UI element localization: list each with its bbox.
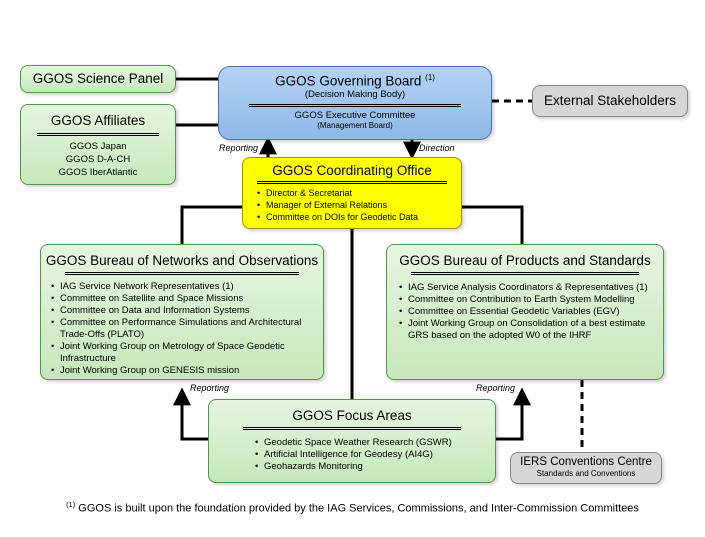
governing-board-title-mark: (1)	[425, 73, 435, 82]
list-item: Committee on DOIs for Geodetic Data	[255, 211, 461, 223]
office-to-networks-connector	[180, 205, 242, 244]
executive-committee-title: GGOS Executive Committee	[294, 109, 416, 121]
list-item: IAG Service Analysis Coordinators & Repr…	[397, 282, 655, 294]
focus-areas-box: GGOS Focus Areas Geodetic Space Weather …	[208, 399, 496, 483]
executive-committee-subtitle: (Management Board)	[317, 120, 393, 130]
affiliate-item: GGOS Japan	[69, 141, 127, 152]
science-panel-title: GGOS Science Panel	[32, 71, 164, 86]
governing-board-title-text: GGOS Governing Board	[275, 73, 422, 89]
reporting-label-top: Reporting	[219, 143, 259, 153]
bureau-networks-divider	[65, 272, 299, 275]
coordinating-office-list: Director & Secretariat Manager of Extern…	[255, 187, 461, 223]
coordinating-office-box: GGOS Coordinating Office Director & Secr…	[242, 157, 462, 229]
iers-box: IERS Conventions Centre Standards and Co…	[510, 452, 662, 484]
bureau-products-title: GGOS Bureau of Products and Standards	[399, 253, 651, 268]
bureau-products-list: IAG Service Analysis Coordinators & Repr…	[397, 282, 655, 342]
list-item: Geodetic Space Weather Research (GSWR)	[253, 437, 495, 449]
governing-board-subtitle: (Decision Making Body)	[304, 88, 406, 100]
focus-to-products-arrow	[496, 387, 531, 441]
list-item: Joint Working Group on GENESIS mission	[49, 365, 317, 377]
footnote-text: GGOS is built upon the foundation provid…	[78, 502, 639, 515]
list-item: IAG Service Network Representatives (1)	[49, 281, 317, 293]
external-stakeholders-title: External Stakeholders	[543, 93, 677, 108]
bureau-networks-title: GGOS Bureau of Networks and Observations	[45, 253, 319, 268]
list-item: Director & Secretariat	[255, 187, 461, 199]
reporting-label-right: Reporting	[476, 383, 516, 393]
external-stakeholders-box: External Stakeholders	[532, 85, 688, 117]
affiliate-item: GGOS D-A-CH	[65, 154, 131, 165]
list-item: Committee on Performance Simulations and…	[49, 317, 317, 341]
focus-areas-list: Geodetic Space Weather Research (GSWR) A…	[253, 437, 495, 473]
governing-board-box: GGOS Governing Board (1) (Decision Makin…	[218, 66, 492, 140]
affiliates-title: GGOS Affiliates	[50, 113, 146, 128]
footnote: (1) GGOS is built upon the foundation pr…	[0, 500, 705, 515]
list-item: Manager of External Relations	[255, 199, 461, 211]
focus-areas-divider	[243, 427, 461, 430]
list-item: Geohazards Monitoring	[253, 461, 495, 473]
list-item: Committee on Essential Geodetic Variable…	[397, 306, 655, 318]
list-item: Committee on Satellite and Space Mission…	[49, 293, 317, 305]
science-panel-box: GGOS Science Panel	[20, 65, 176, 93]
coordinating-office-title: GGOS Coordinating Office	[272, 163, 432, 178]
bureau-networks-list: IAG Service Network Representatives (1) …	[49, 281, 317, 377]
affiliates-divider	[37, 133, 159, 136]
governing-board-divider	[249, 103, 461, 107]
affiliate-item: GGOS IberAtlantic	[58, 167, 138, 178]
iers-title: IERS Conventions Centre	[520, 456, 652, 468]
list-item: Joint Working Group on Consolidation of …	[397, 318, 655, 342]
direction-label: Direction	[419, 143, 455, 153]
affiliates-box: GGOS Affiliates GGOS Japan GGOS D-A-CH G…	[20, 104, 176, 185]
reporting-label-left: Reporting	[190, 383, 230, 393]
footnote-mark: (1)	[66, 500, 76, 509]
bureau-products-divider	[411, 272, 639, 275]
iers-subtitle: Standards and Conventions	[536, 469, 636, 478]
list-item: Committee on Contribution to Earth Syste…	[397, 294, 655, 306]
list-item: Artificial Intelligence for Geodesy (AI4…	[253, 449, 495, 461]
focus-areas-title: GGOS Focus Areas	[292, 408, 412, 423]
office-to-products-connector	[462, 205, 524, 244]
focus-to-networks-arrow	[173, 387, 208, 441]
bureau-products-box: GGOS Bureau of Products and Standards IA…	[386, 244, 664, 380]
bureau-networks-box: GGOS Bureau of Networks and Observations…	[40, 244, 324, 380]
list-item: Committee on Data and Information System…	[49, 305, 317, 317]
list-item: Joint Working Group on Metrology of Spac…	[49, 341, 317, 365]
governing-board-title: GGOS Governing Board (1)	[219, 73, 491, 89]
coordinating-office-divider	[257, 181, 447, 184]
